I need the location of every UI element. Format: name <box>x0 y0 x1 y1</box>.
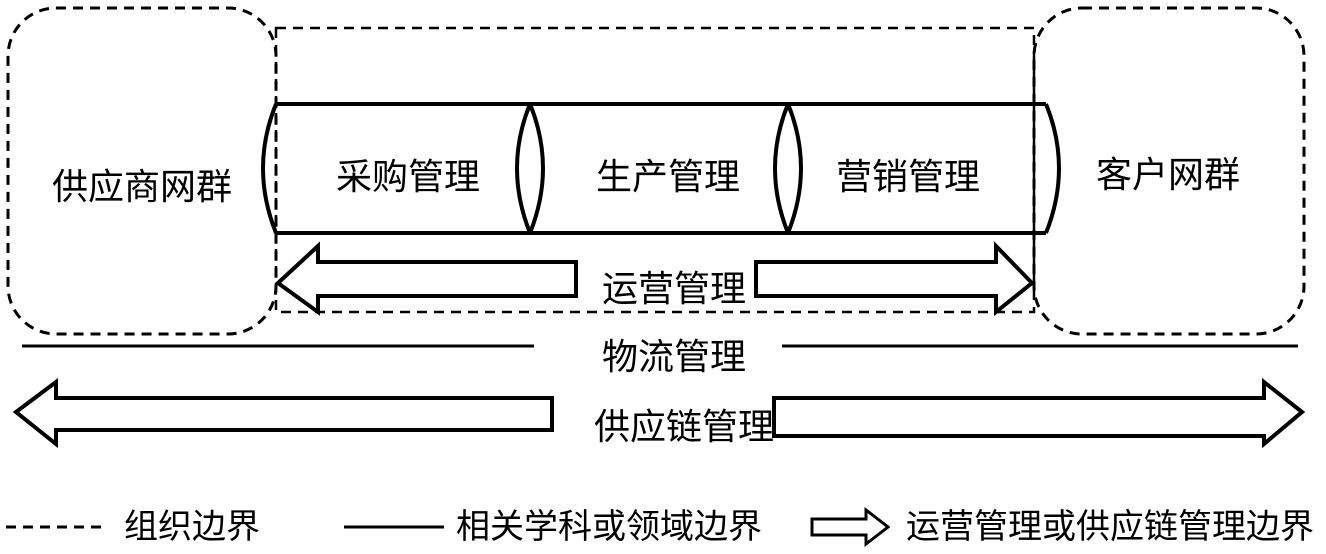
logistics-management-label: 物流管理 <box>602 337 747 378</box>
marketing-label: 营销管理 <box>836 157 981 198</box>
supply-chain-arrow-left <box>12 378 554 449</box>
segment-divider-left-a <box>515 103 532 234</box>
supply-chain-arrow-right <box>772 377 1306 449</box>
customer-group-label: 客户网群 <box>1096 155 1241 196</box>
segment-divider-right-b <box>786 103 803 234</box>
process-pipe <box>261 102 1061 235</box>
supplier-group-label: 供应商网群 <box>52 167 233 208</box>
legend-hollow-arrow <box>810 506 891 548</box>
operations-management-label: 运营管理 <box>602 269 747 310</box>
segment-divider-left-b <box>528 103 545 234</box>
procurement-label: 采购管理 <box>336 157 481 198</box>
operations-arrow-right <box>754 241 1035 317</box>
legend-discipline-boundary-label: 相关学科或领域边界 <box>456 507 762 547</box>
operations-arrow-left <box>274 241 578 316</box>
supply-chain-management-label: 供应链管理 <box>594 407 775 448</box>
production-label: 生产管理 <box>596 157 741 198</box>
segment-divider-right-a <box>773 103 790 234</box>
legend-org-boundary-label: 组织边界 <box>124 507 260 547</box>
legend-ops-sc-boundary-label: 运营管理或供应链管理边界 <box>906 507 1314 547</box>
organization-boundary <box>274 26 1036 314</box>
